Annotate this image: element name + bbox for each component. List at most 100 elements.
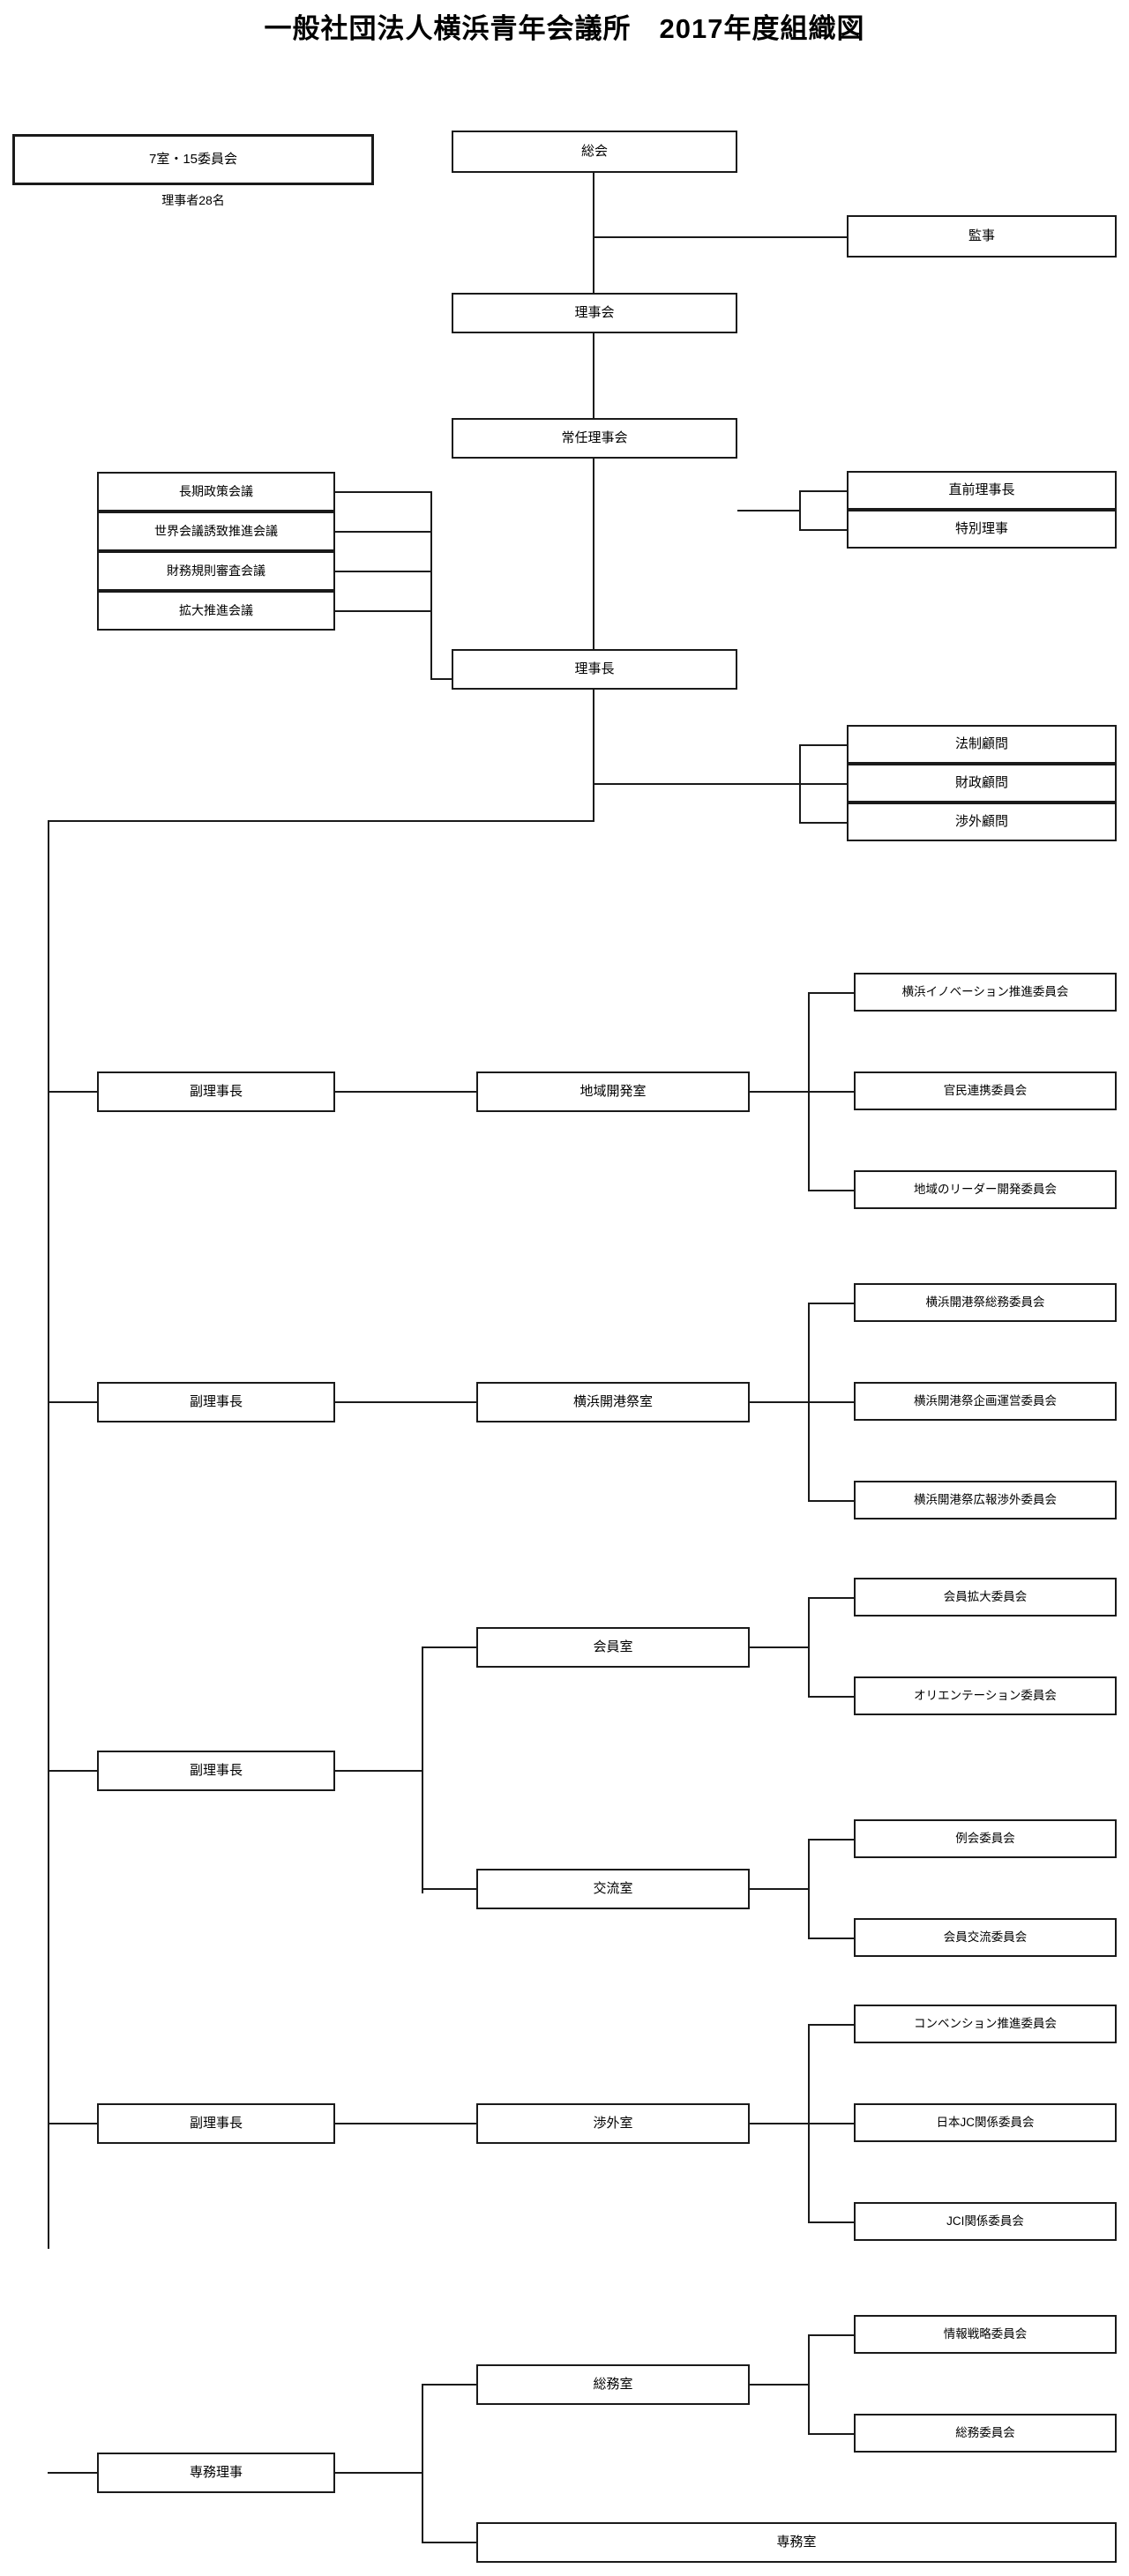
summary-box-label: 7室・15委員会	[148, 152, 238, 168]
officer-0-label: 副理事長	[189, 1084, 243, 1100]
committee-2-1-1-label: 会員交流委員会	[943, 1930, 1028, 1945]
node-room-4-1: 専務室	[476, 2522, 1117, 2563]
connector-committee-2-0-0	[808, 1597, 857, 1599]
connector-main-spine	[48, 820, 49, 2249]
node-room-0-0: 地域開発室	[476, 1071, 750, 1112]
node-officer-1: 副理事長	[97, 1382, 335, 1422]
node-auditor: 監事	[847, 215, 1117, 258]
committee-4-0-1-label: 総務委員会	[955, 2426, 1015, 2440]
connector-committee-3-0-0	[808, 2024, 857, 2026]
room-2-0-label: 会員室	[593, 1639, 633, 1655]
special-director-1-label: 特別理事	[954, 521, 1008, 537]
node-officer-2: 副理事長	[97, 1751, 335, 1791]
node-advisor-1: 財政顧問	[847, 764, 1117, 803]
connector-officer-3-room	[333, 2123, 478, 2124]
connector-assembly-auditor	[593, 236, 849, 238]
council-0-label: 長期政策会議	[179, 484, 253, 499]
connector-president-down	[593, 690, 594, 822]
connector-special-stub-0	[799, 490, 849, 492]
node-standing-board: 常任理事会	[452, 418, 737, 459]
connector-committee-2-1-1	[808, 1938, 857, 1939]
node-committee-2-1-1: 会員交流委員会	[854, 1918, 1117, 1957]
connector-committee-1-0-0	[808, 1303, 857, 1304]
committee-3-0-2-label: JCI関係委員会	[946, 2214, 1024, 2229]
node-committee-2-1-0: 例会委員会	[854, 1819, 1117, 1858]
node-president: 理事長	[452, 649, 737, 690]
connector-advisor-stub-2	[799, 822, 849, 824]
committee-4-0-0-label: 情報戦略委員会	[943, 2327, 1028, 2341]
connector-room-2-0-in	[422, 1646, 478, 1648]
special-director-0-label: 直前理事長	[948, 482, 1015, 498]
connector-officer-2-spine	[422, 1646, 423, 1893]
general-assembly-label: 総会	[580, 144, 608, 160]
advisor-1-label: 財政顧問	[954, 775, 1008, 791]
room-3-0-label: 渉外室	[593, 2116, 633, 2132]
node-committee-4-0-1: 総務委員会	[854, 2414, 1117, 2453]
connector-committee-0-0-1	[808, 1091, 857, 1093]
committee-1-0-0-label: 横浜開港祭総務委員会	[925, 1295, 1045, 1310]
node-committee-3-0-1: 日本JC関係委員会	[854, 2103, 1117, 2142]
node-advisor-2: 渉外顧問	[847, 803, 1117, 841]
node-officer-4: 専務理事	[97, 2453, 335, 2493]
summary-caption: 理事者28名	[161, 193, 225, 207]
connector-spine-officer-0	[48, 1091, 99, 1093]
connector-room-2-1-spine	[808, 1839, 810, 1938]
committee-1-0-2-label: 横浜開港祭広報渉外委員会	[914, 1493, 1057, 1507]
connector-committee-0-0-2	[808, 1190, 857, 1191]
node-committee-1-0-0: 横浜開港祭総務委員会	[854, 1283, 1117, 1322]
connector-spine-officer-3	[48, 2123, 99, 2124]
connector-room-2-1-in	[422, 1888, 478, 1890]
connector-committee-0-0-0	[808, 992, 857, 994]
committee-0-0-0-label: 横浜イノベーション推進委員会	[901, 985, 1069, 999]
page-title: 一般社団法人横浜青年会議所 2017年度組織図	[264, 13, 865, 44]
committee-3-0-0-label: コンベンション推進委員会	[914, 2017, 1057, 2031]
officer-3-label: 副理事長	[189, 2116, 243, 2132]
node-room-3-0: 渉外室	[476, 2103, 750, 2144]
connector-advisor-stub-0	[799, 744, 849, 746]
node-general-assembly: 総会	[452, 131, 737, 173]
node-room-2-1: 交流室	[476, 1869, 750, 1909]
node-committee-1-0-1: 横浜開港祭企画運営委員会	[854, 1382, 1117, 1421]
connector-special-to-trunk	[737, 510, 801, 511]
connector-committee-1-0-1	[808, 1401, 857, 1403]
node-committee-0-0-2: 地域のリーダー開発委員会	[854, 1170, 1117, 1209]
node-room-2-0: 会員室	[476, 1627, 750, 1668]
officer-1-label: 副理事長	[189, 1394, 243, 1410]
room-2-1-label: 交流室	[593, 1881, 633, 1897]
standing-board-label: 常任理事会	[561, 430, 628, 446]
connector-council-stub-3	[333, 610, 432, 612]
officer-2-label: 副理事長	[189, 1763, 243, 1779]
committee-2-0-1-label: オリエンテーション委員会	[914, 1689, 1057, 1703]
auditor-label: 監事	[968, 228, 995, 244]
room-4-1-label: 専務室	[776, 2535, 817, 2550]
president-label: 理事長	[574, 661, 615, 677]
node-room-1-0: 横浜開港祭室	[476, 1382, 750, 1422]
node-committee-0-0-0: 横浜イノベーション推進委員会	[854, 973, 1117, 1012]
connector-officer-1-room	[333, 1401, 478, 1403]
connector-advisor-stub-1	[799, 783, 849, 785]
connector-council-spine	[430, 491, 432, 611]
connector-board-standing	[593, 333, 594, 418]
node-committee-4-0-0: 情報戦略委員会	[854, 2315, 1117, 2354]
node-committee-1-0-2: 横浜開港祭広報渉外委員会	[854, 1481, 1117, 1519]
board-label: 理事会	[574, 305, 615, 321]
connector-officer-2-out	[333, 1770, 423, 1772]
connector-room-1-0-out	[748, 1401, 810, 1403]
connector-council-stub-0	[333, 491, 432, 493]
committee-0-0-2-label: 地域のリーダー開発委員会	[914, 1183, 1057, 1197]
committee-0-0-1-label: 官民連携委員会	[943, 1084, 1028, 1098]
connector-officer-0-room	[333, 1091, 478, 1093]
connector-assembly-trunk	[593, 173, 594, 293]
connector-committee-4-0-1	[808, 2433, 857, 2435]
node-officer-3: 副理事長	[97, 2103, 335, 2144]
connector-standing-president	[593, 459, 594, 649]
committee-1-0-1-label: 横浜開港祭企画運営委員会	[914, 1394, 1057, 1408]
node-council-3: 拡大推進会議	[97, 591, 335, 631]
committee-2-1-0-label: 例会委員会	[955, 1832, 1015, 1846]
connector-committee-1-0-2	[808, 1500, 857, 1502]
advisor-0-label: 法制顧問	[954, 736, 1008, 752]
node-special-director-0: 直前理事長	[847, 471, 1117, 510]
node-committee-3-0-0: コンベンション推進委員会	[854, 2005, 1117, 2043]
connector-room-2-0-spine	[808, 1597, 810, 1696]
